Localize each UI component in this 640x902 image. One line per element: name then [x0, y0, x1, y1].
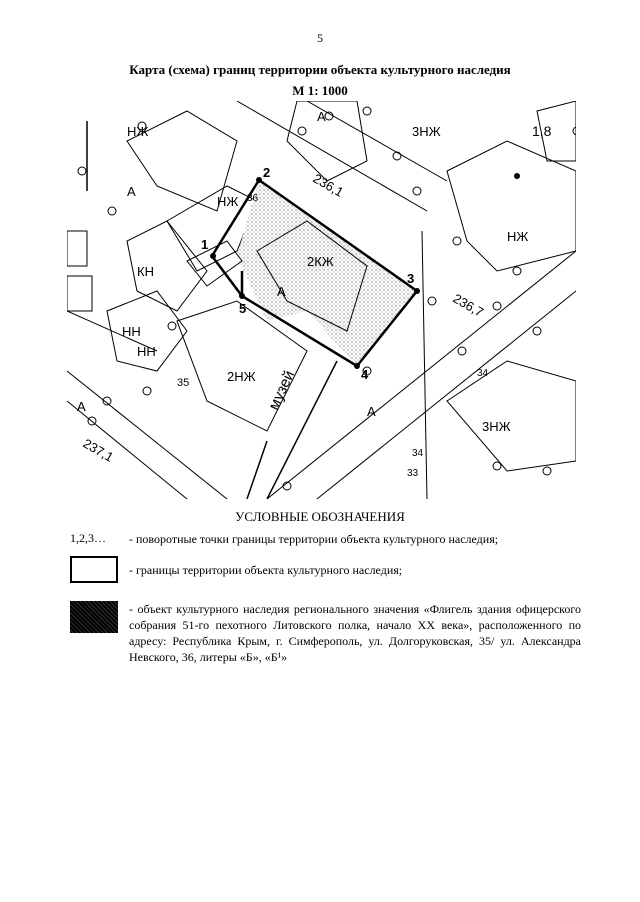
- point-number-5: 5: [239, 301, 246, 316]
- label-nzh-1: НЖ: [127, 124, 148, 139]
- label-nzh-3: НЖ: [507, 229, 528, 244]
- point-number-3: 3: [407, 271, 414, 286]
- label-nzh-2: НЖ: [217, 194, 238, 209]
- point-number-1: 1: [201, 237, 208, 252]
- label-a-2: А: [277, 284, 286, 299]
- legend-text-heritage-object: - объект культурного наследия региональн…: [129, 602, 581, 664]
- heritage-object-area: [237, 180, 417, 366]
- label-34-2: 34: [412, 448, 424, 459]
- legend-symbol-points: 1,2,3…: [70, 531, 106, 545]
- legend-text-boundary: - границы территории объекта культурного…: [129, 563, 403, 577]
- legend-item-boundary: - границы территории объекта культурного…: [70, 556, 570, 586]
- legend-swatch-boundary: [70, 556, 118, 583]
- legend-text-points: - поворотные точки границы территории об…: [129, 532, 499, 546]
- cadastral-map: НЖ НЖ НЖ КН НН НН 2КЖ 2НЖ 3НЖ 3НЖ А А А …: [67, 101, 576, 499]
- label-2kzh: 2КЖ: [307, 254, 334, 269]
- label-kn: КН: [137, 264, 154, 279]
- label-elev-1-8: 1,8: [532, 123, 552, 139]
- label-2nzh: 2НЖ: [227, 369, 256, 384]
- label-3nzh-1: 3НЖ: [482, 419, 511, 434]
- label-nn-1: НН: [122, 324, 141, 339]
- point-number-2: 2: [263, 165, 270, 180]
- label-nn-2: НН: [137, 344, 156, 359]
- label-a-3: А: [317, 109, 326, 124]
- label-36: 36: [247, 193, 259, 204]
- label-34-1: 34: [477, 368, 489, 379]
- legend-item-heritage-object: - объект культурного наследия региональн…: [70, 601, 581, 665]
- map-scale: М 1: 1000: [292, 83, 348, 98]
- label-3nzh-2: 3НЖ: [412, 124, 441, 139]
- legend-item-points: 1,2,3… - поворотные точки границы террит…: [70, 531, 570, 551]
- legend-heading: УСЛОВНЫЕ ОБОЗНАЧЕНИЯ: [235, 509, 405, 524]
- label-35: 35: [177, 377, 189, 389]
- label-a-5: А: [77, 399, 86, 414]
- label-a-4: А: [367, 404, 376, 419]
- page-title: Карта (схема) границ территории объекта …: [129, 62, 511, 77]
- point-number-4: 4: [361, 367, 369, 382]
- label-a-1: А: [127, 184, 136, 199]
- legend-swatch-heritage-object: [70, 601, 118, 633]
- label-33: 33: [407, 468, 419, 479]
- page-number: 5: [317, 31, 323, 45]
